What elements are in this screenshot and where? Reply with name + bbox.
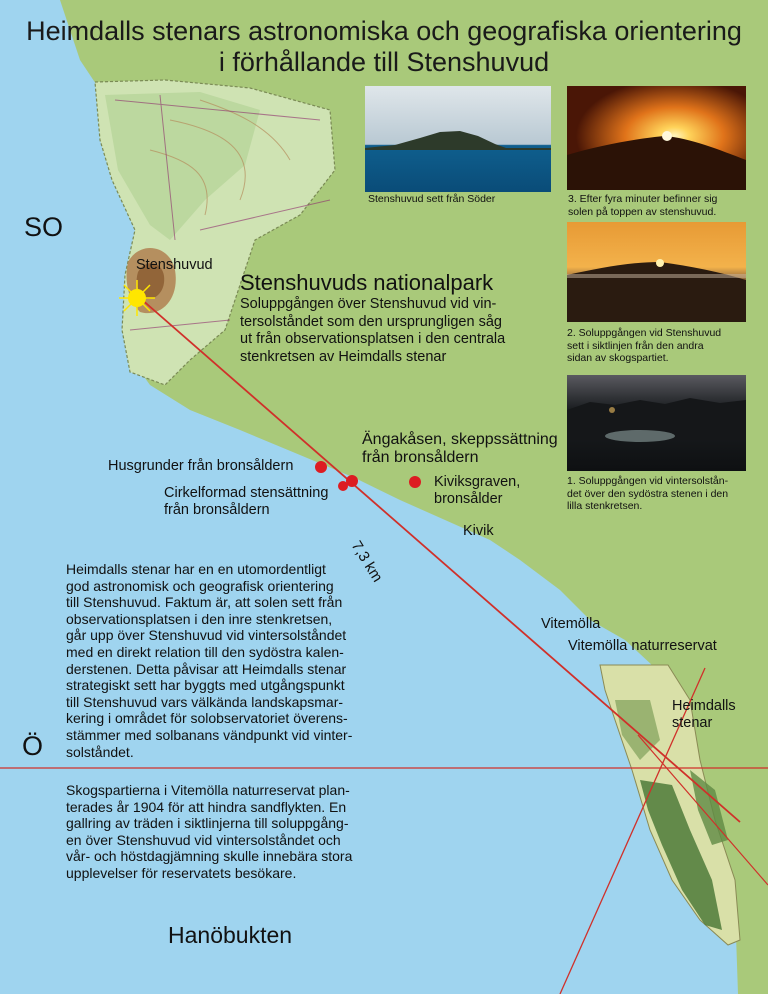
national-park-title: Stenshuvuds nationalpark xyxy=(240,270,494,295)
marker-cirkel xyxy=(338,481,348,491)
national-park-description: Soluppgången över Stenshuvud vid vin- te… xyxy=(240,296,506,365)
paragraph-skogspartier: Skogspartierna i Vitemölla naturreservat… xyxy=(66,782,353,881)
sun-icon xyxy=(119,280,155,316)
cross-line xyxy=(637,734,768,886)
marker-husgrunder xyxy=(315,461,327,473)
label-kiviksgraven: Kiviksgraven, bronsålder xyxy=(434,474,521,507)
page-title: Heimdalls stenars astronomiska och geogr… xyxy=(0,16,768,78)
photo-soluppgang-vintersolstand xyxy=(567,375,746,471)
label-hanobukten: Hanöbukten xyxy=(168,922,293,948)
label-angakasen: Ängakåsen, skeppssättning från bronsålde… xyxy=(362,431,558,466)
reservat-forest-3 xyxy=(690,770,728,845)
park-forest xyxy=(105,92,260,240)
caption-photo-1: Stenshuvud sett från Söder xyxy=(368,193,496,205)
caption-photo-2: 3. Efter fyra minuter befinner sig solen… xyxy=(568,193,718,218)
label-stenshuvud: Stenshuvud xyxy=(136,257,213,273)
park-contours xyxy=(149,99,291,216)
compass-so: SO xyxy=(24,212,64,242)
title-line-2: i förhållande till Stenshuvud xyxy=(218,47,550,77)
marker-kiviksgraven xyxy=(409,476,421,488)
label-kivik: Kivik xyxy=(463,523,494,539)
label-vitemolla-naturreservat: Vitemölla naturreservat xyxy=(568,638,717,654)
park-hill-inner xyxy=(136,263,165,299)
park-roads xyxy=(114,94,331,331)
label-cirkelformad: Cirkelformad stensättning från bronsålde… xyxy=(164,485,329,518)
caption-photo-3: 2. Soluppgången vid Stenshuvud sett i si… xyxy=(567,327,722,364)
title-line-1: Heimdalls stenars astronomiska och geogr… xyxy=(26,16,742,46)
label-heimdalls-stenar: Heimdalls stenar xyxy=(672,698,736,731)
caption-photo-4: 1. Soluppgången vid vintersolstån- det ö… xyxy=(567,475,729,512)
photo-stenshuvud-fran-soder xyxy=(365,86,551,192)
photo-soluppgang-stenshuvud xyxy=(567,222,746,322)
so-diagonal xyxy=(559,667,706,994)
photo-sol-pa-toppen xyxy=(567,86,746,190)
label-vitemolla: Vitemölla xyxy=(541,616,601,632)
reservat-forest xyxy=(640,780,722,930)
compass-o: Ö xyxy=(22,731,44,761)
sight-line xyxy=(139,297,741,823)
marker-angakasen xyxy=(346,475,358,487)
paragraph-orientering: Heimdalls stenar har en en utomordentlig… xyxy=(66,561,353,760)
label-husgrunder: Husgrunder från bronsåldern xyxy=(108,458,294,474)
reservat-forest-2 xyxy=(615,700,660,760)
